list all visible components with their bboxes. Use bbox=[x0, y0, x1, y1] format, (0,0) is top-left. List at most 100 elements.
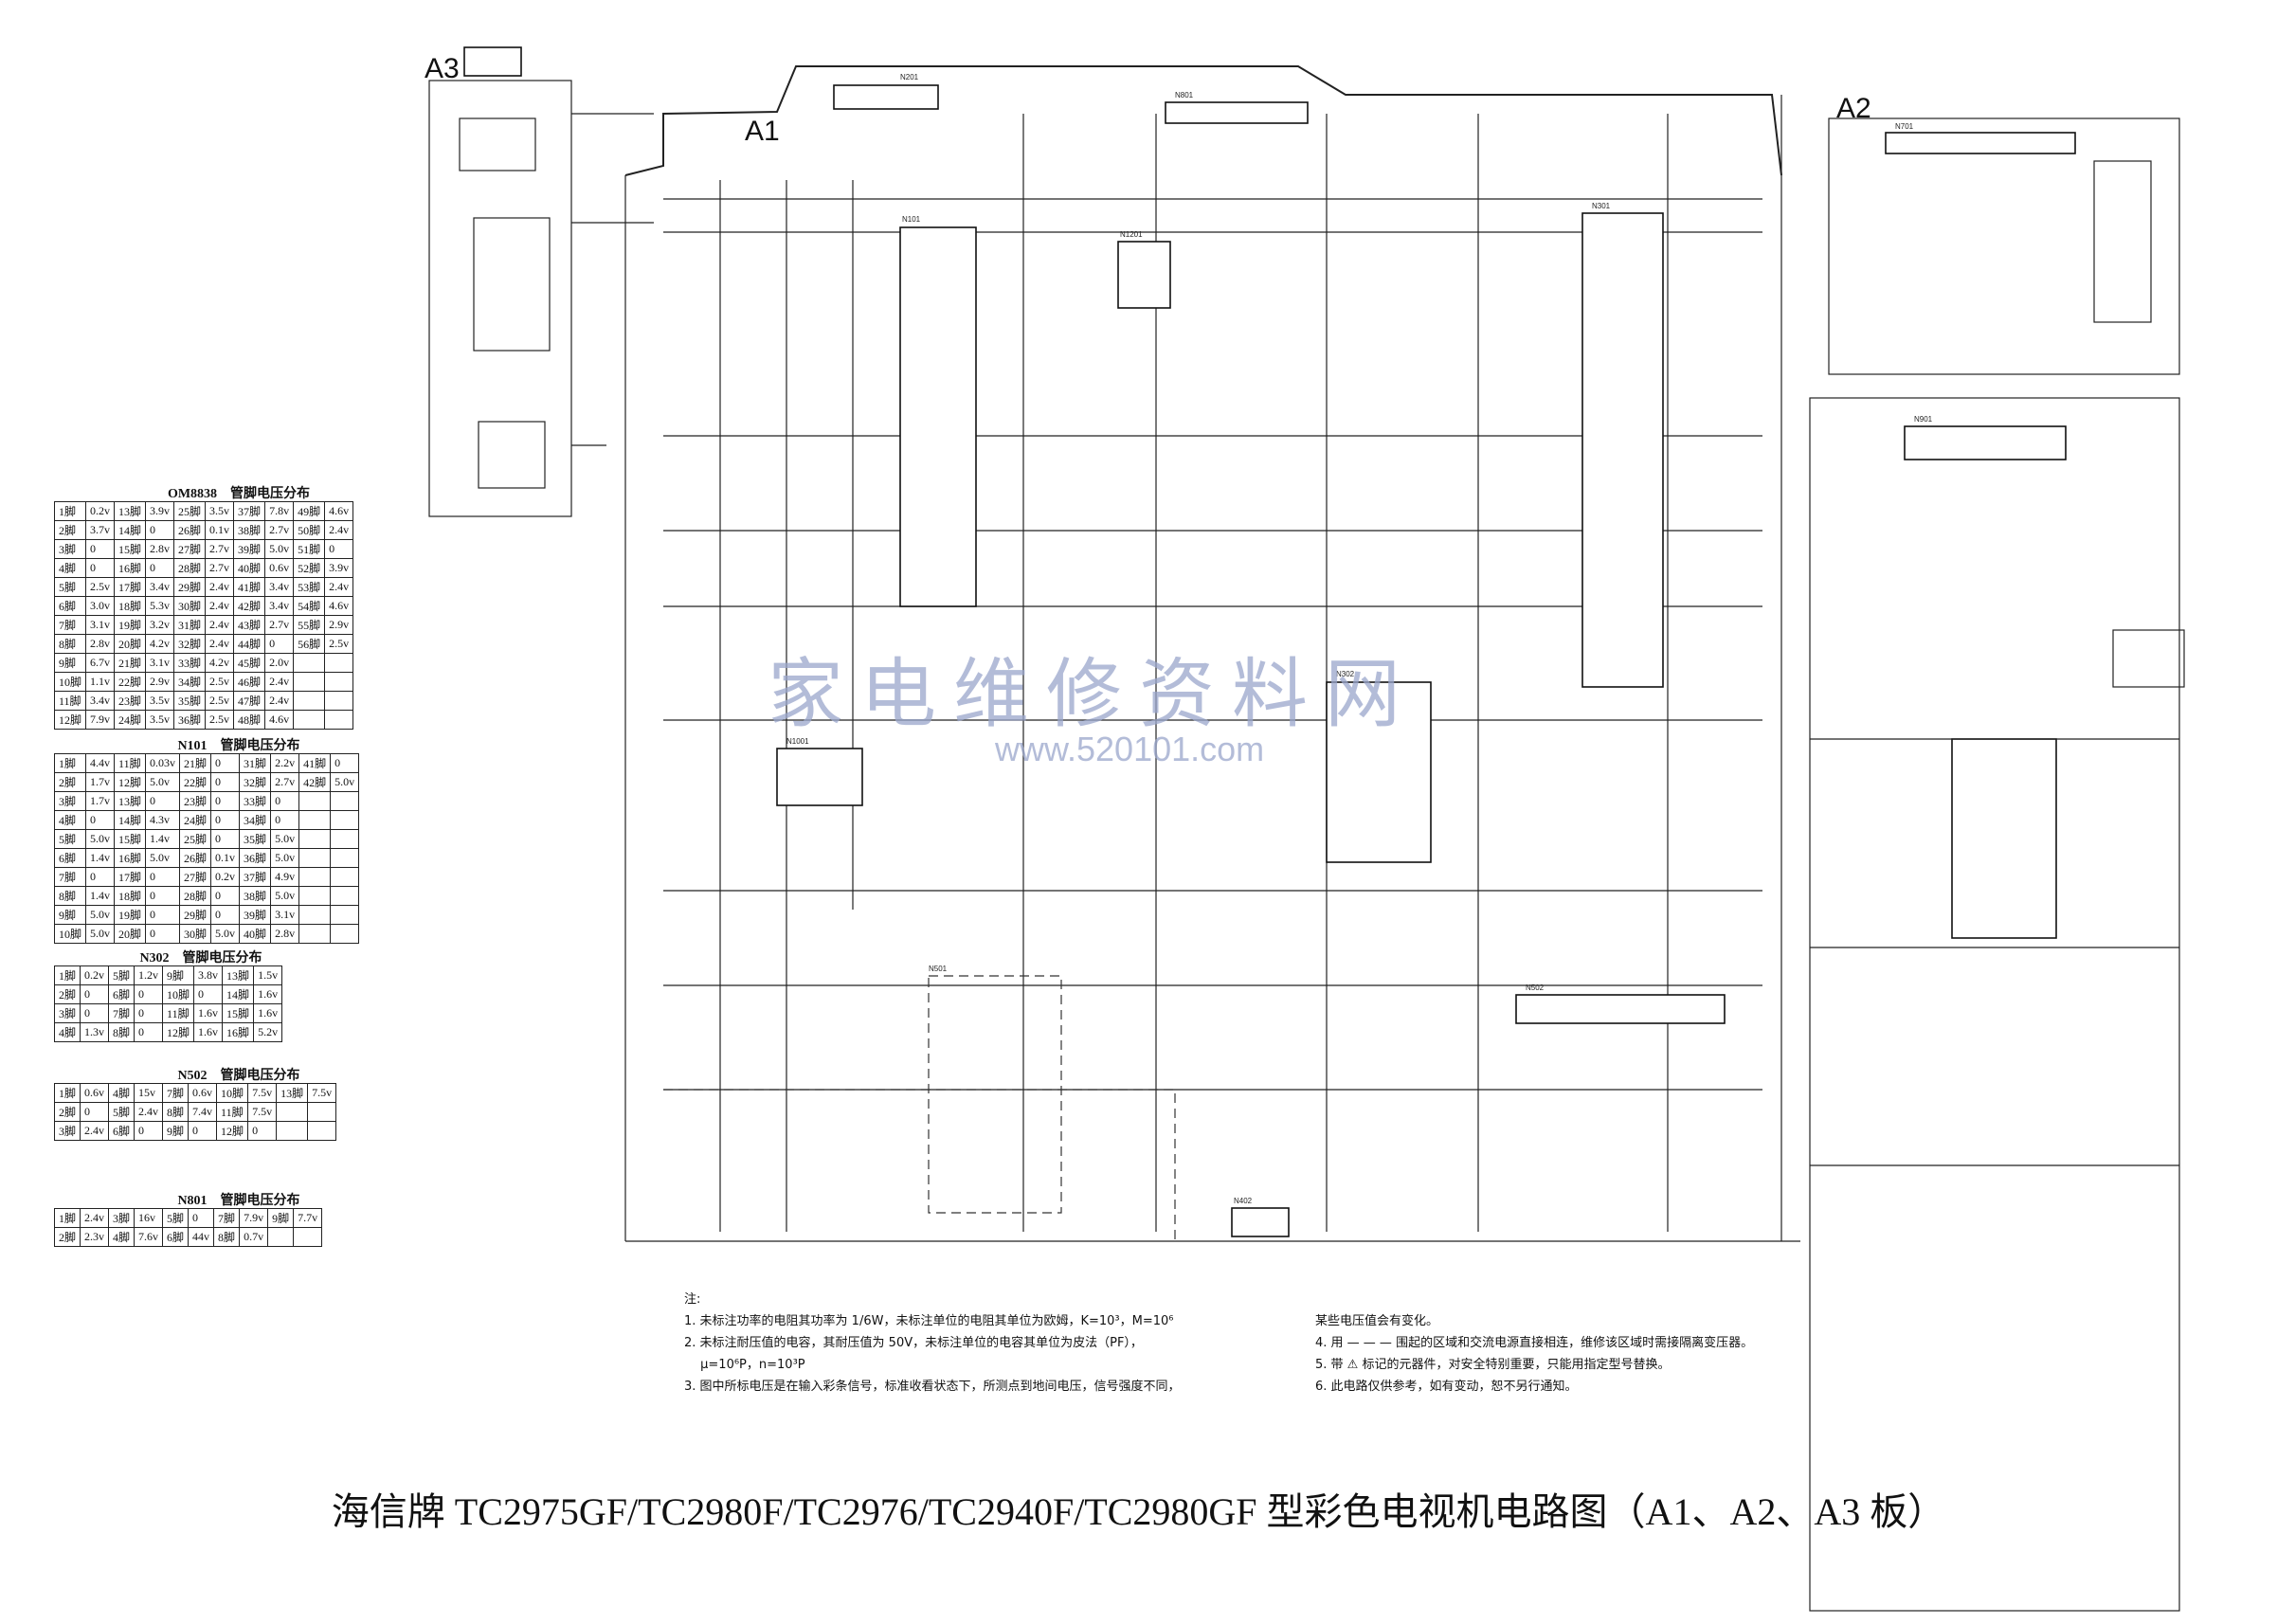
pin-cell: 19脚 bbox=[114, 905, 147, 925]
pin-cell: 12脚 bbox=[53, 710, 87, 730]
pin-cell: 20脚 bbox=[114, 924, 147, 944]
svg-text:N901: N901 bbox=[1914, 415, 1933, 424]
voltage-cell: 5.0v bbox=[210, 924, 241, 944]
voltage-cell: 5.0v bbox=[270, 848, 300, 868]
deflection-section bbox=[1809, 397, 2185, 1612]
pin-cell: 9脚 bbox=[162, 965, 195, 985]
voltage-cell: 1.5v bbox=[253, 965, 283, 985]
pin-cell: 11脚 bbox=[114, 753, 147, 773]
pin-cell: 23脚 bbox=[179, 791, 212, 811]
svg-text:N502: N502 bbox=[1526, 983, 1545, 992]
pin-cell: 27脚 bbox=[173, 539, 207, 559]
svg-text:N701: N701 bbox=[1895, 122, 1914, 131]
voltage-cell: 0 bbox=[134, 1121, 164, 1141]
pin-cell: 3脚 bbox=[53, 539, 87, 559]
voltage-cell: 0.1v bbox=[210, 848, 241, 868]
pin-cell: 5脚 bbox=[108, 1102, 136, 1122]
pin-cell: 36脚 bbox=[173, 710, 207, 730]
voltage-cell: 7.9v bbox=[85, 710, 116, 730]
pin-cell: 30脚 bbox=[179, 924, 212, 944]
pin-cell: 13脚 bbox=[222, 965, 255, 985]
pin-cell: 6脚 bbox=[53, 596, 87, 616]
pin-cell: 47脚 bbox=[233, 691, 266, 711]
voltage-cell bbox=[330, 791, 360, 811]
pin-cell: 8脚 bbox=[53, 886, 87, 906]
voltage-cell: 0 bbox=[85, 810, 116, 830]
pin-cell: 4脚 bbox=[53, 810, 87, 830]
n502-table-title: N502 管脚电压分布 bbox=[177, 1069, 300, 1083]
voltage-cell bbox=[324, 672, 354, 692]
voltage-cell: 0 bbox=[210, 905, 241, 925]
pin-cell: 55脚 bbox=[293, 615, 326, 635]
pin-cell: 15脚 bbox=[114, 539, 147, 559]
voltage-cell: 1.7v bbox=[85, 772, 116, 792]
voltage-cell: 7.9v bbox=[239, 1208, 269, 1228]
voltage-cell: 4.3v bbox=[145, 810, 181, 830]
pin-cell bbox=[276, 1102, 309, 1122]
voltage-cell: 0 bbox=[210, 753, 241, 773]
voltage-cell: 5.0v bbox=[85, 924, 116, 944]
pin-cell: 9脚 bbox=[267, 1208, 295, 1228]
pin-cell: 5脚 bbox=[53, 829, 87, 849]
pin-cell: 13脚 bbox=[114, 501, 147, 521]
voltage-cell: 3.0v bbox=[85, 596, 116, 616]
voltage-cell: 0 bbox=[145, 905, 181, 925]
voltage-cell: 1.1v bbox=[85, 672, 116, 692]
voltage-cell: 2.4v bbox=[264, 691, 295, 711]
pin-cell: 6脚 bbox=[108, 984, 136, 1004]
pin-cell: 35脚 bbox=[173, 691, 207, 711]
pin-cell: 31脚 bbox=[173, 615, 207, 635]
voltage-cell: 7.6v bbox=[134, 1227, 164, 1247]
pin-cell bbox=[298, 848, 332, 868]
pin-cell: 8脚 bbox=[213, 1227, 241, 1247]
voltage-cell bbox=[330, 886, 360, 906]
board-label-a1: A1 bbox=[745, 116, 780, 147]
pin-cell: 2脚 bbox=[53, 1102, 81, 1122]
pin-cell: 49脚 bbox=[293, 501, 326, 521]
voltage-cell: 3.1v bbox=[270, 905, 300, 925]
note-line: 1. 未标注功率的电阻其功率为 1/6W，未标注单位的电阻其单位为欧姆，K=10… bbox=[684, 1314, 1174, 1328]
voltage-cell: 3.9v bbox=[145, 501, 175, 521]
pin-cell: 21脚 bbox=[179, 753, 212, 773]
voltage-cell: 0 bbox=[210, 810, 241, 830]
pin-cell: 42脚 bbox=[298, 772, 332, 792]
pin-cell: 41脚 bbox=[233, 577, 266, 597]
pin-cell: 18脚 bbox=[114, 596, 147, 616]
pin-cell: 11脚 bbox=[53, 691, 87, 711]
pin-cell: 5脚 bbox=[162, 1208, 190, 1228]
power-isolation-region bbox=[663, 975, 1176, 1241]
voltage-cell: 2.8v bbox=[85, 634, 116, 654]
note-line: 2. 未标注耐压值的电容，其耐压值为 50V，未标注单位的电容其单位为皮法（PF… bbox=[684, 1336, 1143, 1350]
voltage-cell: 5.0v bbox=[85, 905, 116, 925]
voltage-cell: 0.2v bbox=[210, 867, 241, 887]
pin-cell: 10脚 bbox=[216, 1083, 249, 1103]
pin-cell: 41脚 bbox=[298, 753, 332, 773]
svg-text:N1001: N1001 bbox=[786, 737, 809, 746]
pin-cell: 13脚 bbox=[114, 791, 147, 811]
pin-cell: 28脚 bbox=[179, 886, 212, 906]
voltage-cell: 0 bbox=[193, 984, 224, 1004]
voltage-cell: 1.3v bbox=[80, 1022, 110, 1042]
svg-text:N501: N501 bbox=[929, 965, 948, 973]
om8838-table-title: OM8838 管脚电压分布 bbox=[167, 487, 311, 501]
voltage-cell bbox=[330, 810, 360, 830]
pin-cell bbox=[298, 924, 332, 944]
pin-cell: 4脚 bbox=[53, 558, 87, 578]
voltage-cell: 2.7v bbox=[270, 772, 300, 792]
pin-cell: 7脚 bbox=[162, 1083, 190, 1103]
voltage-cell: 2.7v bbox=[205, 539, 235, 559]
pin-cell: 10脚 bbox=[53, 672, 87, 692]
voltage-cell: 7.7v bbox=[293, 1208, 323, 1228]
pin-cell: 40脚 bbox=[233, 558, 266, 578]
voltage-cell: 2.4v bbox=[134, 1102, 164, 1122]
